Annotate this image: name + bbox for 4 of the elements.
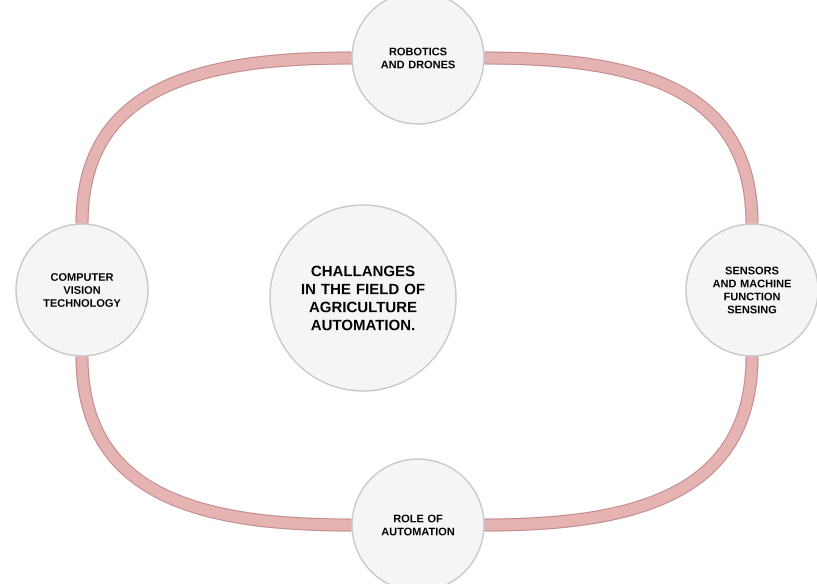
ring-segment <box>484 356 758 532</box>
ring-segment <box>76 52 352 224</box>
ring-segment <box>484 52 758 224</box>
ring-segment <box>76 356 352 532</box>
